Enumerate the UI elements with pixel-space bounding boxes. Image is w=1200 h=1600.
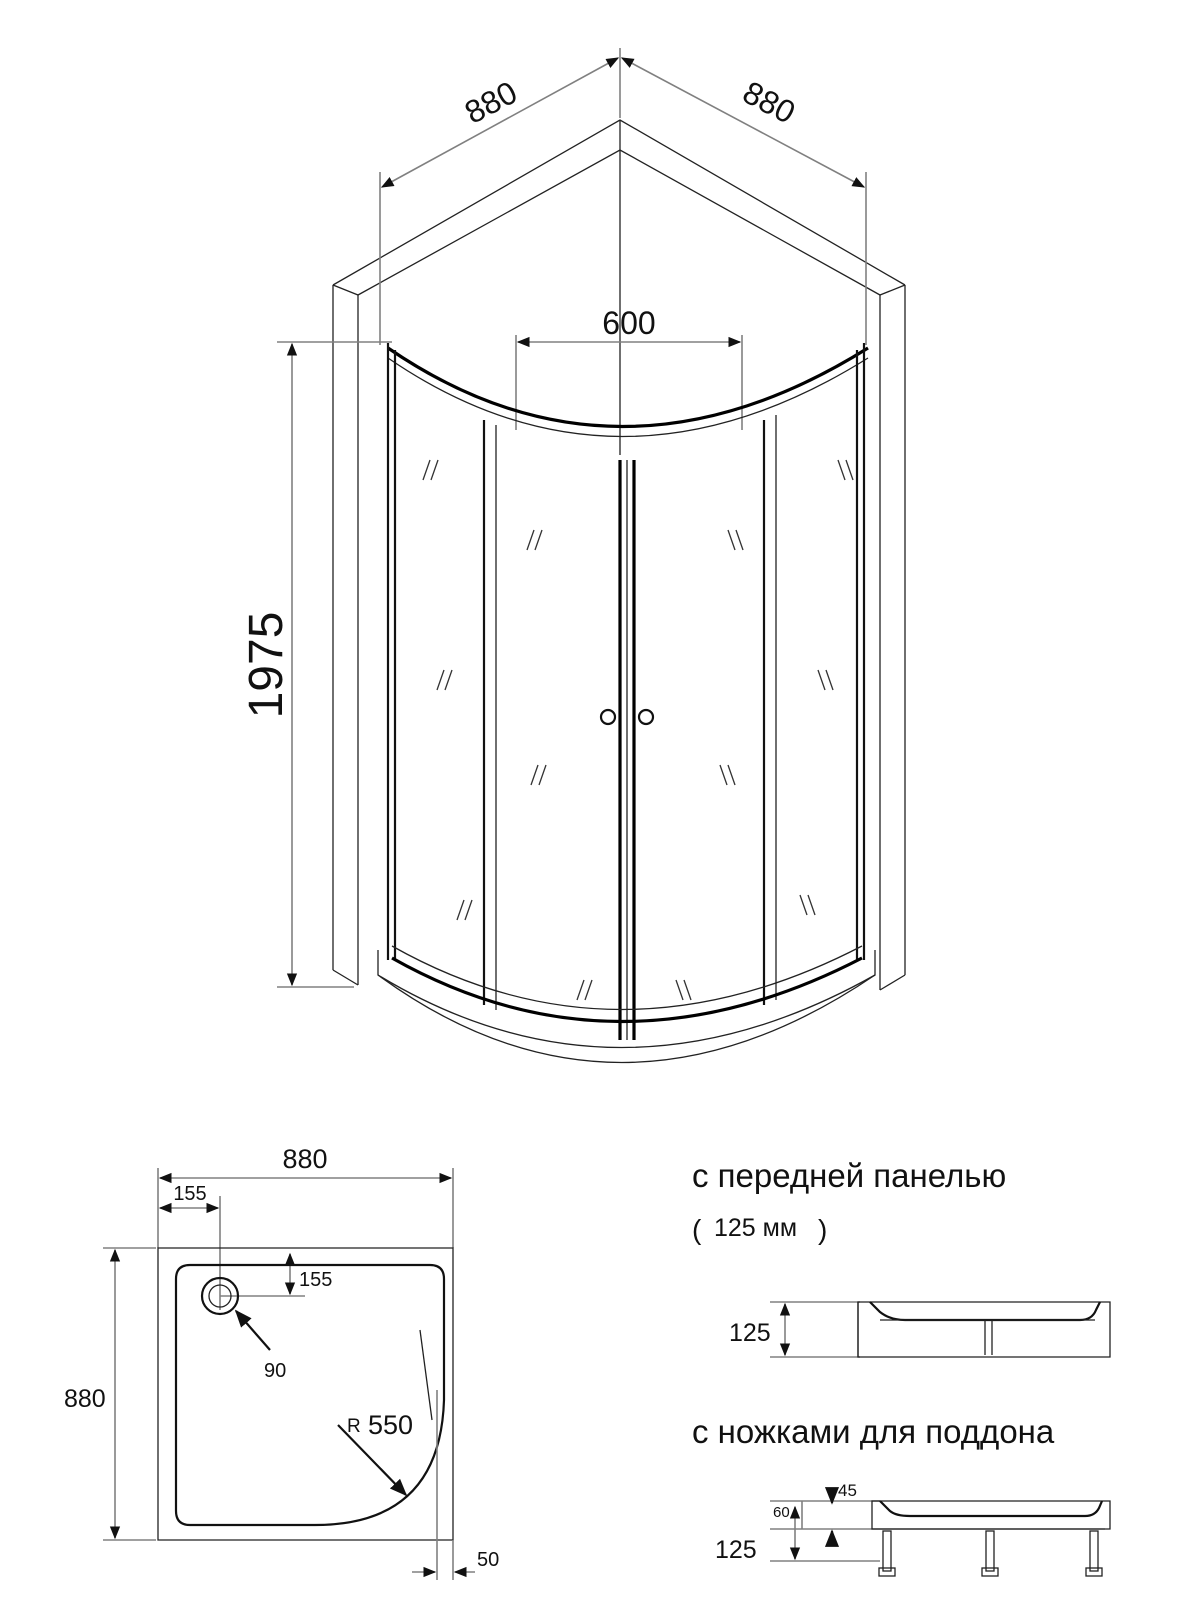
dim-label-width-right: 880 [737, 74, 801, 131]
legs-dim-tray-height: 60 [773, 1504, 790, 1521]
dim-label-width-left: 880 [459, 74, 523, 131]
glass-reflection-marks [422, 459, 854, 1001]
dim-label-height: 1975 [240, 612, 293, 719]
enclosure-main-view: 880 880 600 1975 [240, 48, 906, 1064]
dim-label-door-opening: 600 [602, 305, 655, 341]
caption-note-close: ) [818, 1214, 827, 1245]
tray-leg-icon [1085, 1530, 1103, 1577]
legs-dim-total-height: 125 [715, 1536, 757, 1564]
drain-icon [200, 1276, 240, 1316]
tray-dim-width: 880 [282, 1144, 327, 1174]
tray-dim-drain-x: 155 [173, 1183, 206, 1205]
caption-front-panel: с передней панелью [692, 1157, 1006, 1194]
tray-dim-depth: 880 [64, 1385, 106, 1413]
tray-leg-icon [981, 1530, 999, 1577]
door-handle-left-icon [599, 708, 617, 726]
enclosure-frame [377, 343, 876, 1064]
legs-dim-leg-adjust: 45 [838, 1481, 857, 1500]
caption-note-value: 125 мм [714, 1214, 797, 1242]
option-front-panel: с передней панелью ( 125 мм ) 125 [692, 1157, 1111, 1358]
caption-legs: с ножками для поддона [692, 1413, 1055, 1450]
wall-outline [332, 119, 906, 991]
caption-note-open: ( [692, 1214, 702, 1245]
tray-plan-view: 880 155 155 880 90 R 550 50 [64, 1144, 499, 1580]
tray-dim-rim: 50 [477, 1549, 499, 1571]
option-legs: с ножками для поддона 125 60 45 [692, 1413, 1111, 1577]
dim-top-width: 880 880 [379, 48, 867, 345]
tray-radius-prefix: R [347, 1416, 361, 1437]
tray-leg-icon [878, 1530, 896, 1577]
door-handle-right-icon [637, 708, 655, 726]
dim-door-opening: 600 [515, 305, 743, 430]
tray-dim-drain-diameter: 90 [264, 1360, 286, 1382]
tray-dim-drain-y: 155 [299, 1269, 332, 1291]
dim-height: 1975 [240, 341, 392, 988]
front-panel-dim-height: 125 [729, 1319, 771, 1347]
tray-radius-value: 550 [368, 1410, 413, 1440]
